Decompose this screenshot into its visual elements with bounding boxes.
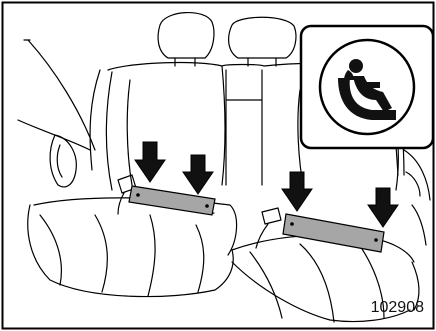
figure-reference-number: 102908: [371, 299, 424, 317]
child-seat-anchor-icon: [301, 26, 433, 148]
